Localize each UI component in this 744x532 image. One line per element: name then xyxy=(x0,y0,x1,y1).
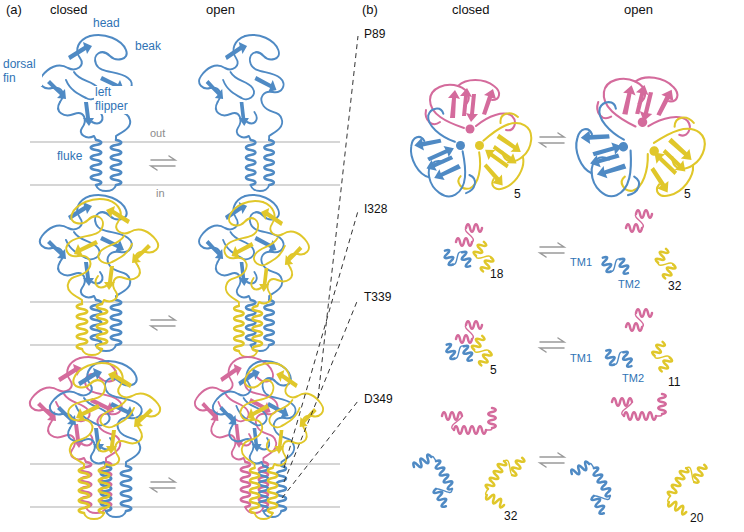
panel-heading: (b) xyxy=(362,3,378,18)
panel-heading: open xyxy=(624,3,653,18)
side-view-trimer xyxy=(30,357,323,519)
domain-name: left flipper xyxy=(94,86,140,114)
membrane-side: in xyxy=(156,187,165,200)
pore-number: 5 xyxy=(514,188,521,202)
panel-heading: closed xyxy=(50,3,88,18)
side-view-monomer xyxy=(40,35,284,191)
leader-line xyxy=(282,36,358,498)
top-view-extracellular xyxy=(396,80,545,209)
top-view-helices xyxy=(443,321,497,369)
pore-number: 5 xyxy=(490,364,497,378)
top-view-helices xyxy=(603,309,678,375)
top-view-extracellular xyxy=(552,66,727,223)
membrane-side: out xyxy=(150,127,165,140)
domain-name: fluke xyxy=(56,150,83,164)
pore-number: 32 xyxy=(668,280,681,294)
helix-label: TM1 xyxy=(570,256,592,269)
pore-number: 5 xyxy=(684,188,691,202)
residue-label: T339 xyxy=(364,291,391,305)
residue-label: P89 xyxy=(364,28,385,42)
panel-heading: open xyxy=(206,3,235,18)
pore-number: 18 xyxy=(490,268,503,282)
domain-name: beak xyxy=(134,40,162,54)
pore-number: 32 xyxy=(504,510,517,524)
residue-label: I328 xyxy=(364,203,387,217)
top-view-helices xyxy=(600,210,682,282)
top-view-helices xyxy=(412,408,529,510)
panel-heading: (a) xyxy=(6,3,22,18)
helix-label: TM2 xyxy=(618,278,640,291)
panel-heading: closed xyxy=(452,3,490,18)
residue-label: D349 xyxy=(364,393,393,407)
helix-label: TM1 xyxy=(570,352,592,365)
helix-label: TM2 xyxy=(622,372,644,385)
domain-name: head xyxy=(92,17,121,31)
pore-number: 20 xyxy=(690,512,703,526)
domain-name: dorsal fin xyxy=(2,58,42,86)
side-view-dimer xyxy=(40,195,309,357)
equilibrium-arrow xyxy=(151,133,564,492)
pore-number: 11 xyxy=(668,376,680,390)
top-view-helices xyxy=(570,394,711,517)
